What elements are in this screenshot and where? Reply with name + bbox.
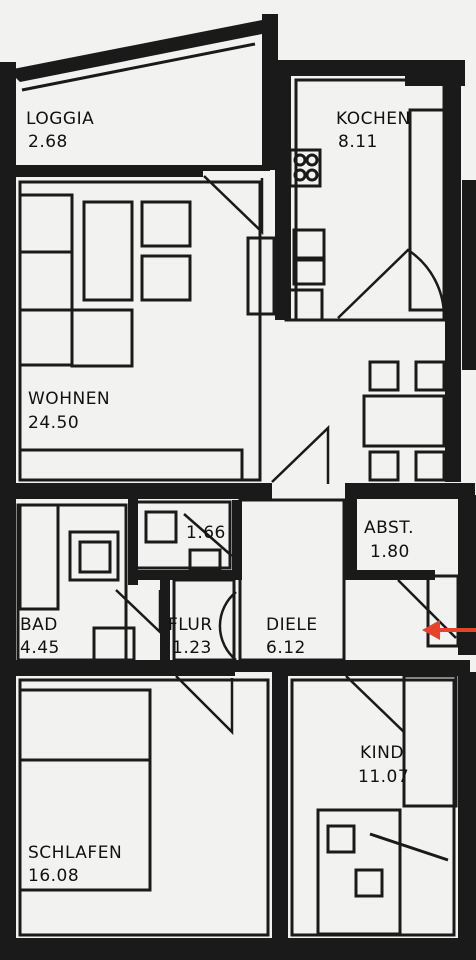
- loggia-area: [21, 42, 256, 92]
- room-name-bad: BAD: [20, 615, 58, 635]
- room-name-kochen: KOCHEN: [336, 109, 411, 129]
- room-area-flur: 1.23: [172, 638, 212, 658]
- room-name-diele: DIELE: [266, 615, 318, 635]
- room-area-abst: 1.80: [370, 542, 410, 562]
- bathroom-fixtures: [18, 500, 233, 662]
- room-area-kochen: 8.11: [338, 132, 378, 152]
- exterior-walls: [0, 14, 476, 960]
- room-area-wohnen: 24.50: [28, 413, 79, 433]
- room-area-wc: 1.66: [186, 523, 226, 543]
- room-area-loggia: 2.68: [28, 132, 68, 152]
- arrow-left-icon: [422, 620, 476, 640]
- room-area-kind: 11.07: [358, 767, 409, 787]
- kitchen-fixtures: [284, 108, 446, 322]
- room-name-flur: FLUR: [168, 615, 213, 635]
- room-area-diele: 6.12: [266, 638, 306, 658]
- hallway-doors: [218, 574, 460, 661]
- room-area-bad: 4.45: [20, 638, 60, 658]
- room-area-schlafen: 16.08: [28, 866, 79, 886]
- room-name-abst: ABST.: [364, 518, 414, 538]
- room-labels: LOGGIA 2.68 KOCHEN 8.11 WOHNEN 24.50 1.6…: [20, 109, 414, 886]
- room-name-wohnen: WOHNEN: [28, 389, 110, 409]
- room-name-schlafen: SCHLAFEN: [28, 843, 122, 863]
- room-name-kind: KIND: [360, 743, 404, 763]
- kids-room-furniture: [316, 674, 458, 936]
- room-name-loggia: LOGGIA: [26, 109, 94, 129]
- bedroom-furniture: [18, 675, 234, 892]
- living-furniture: [18, 175, 446, 484]
